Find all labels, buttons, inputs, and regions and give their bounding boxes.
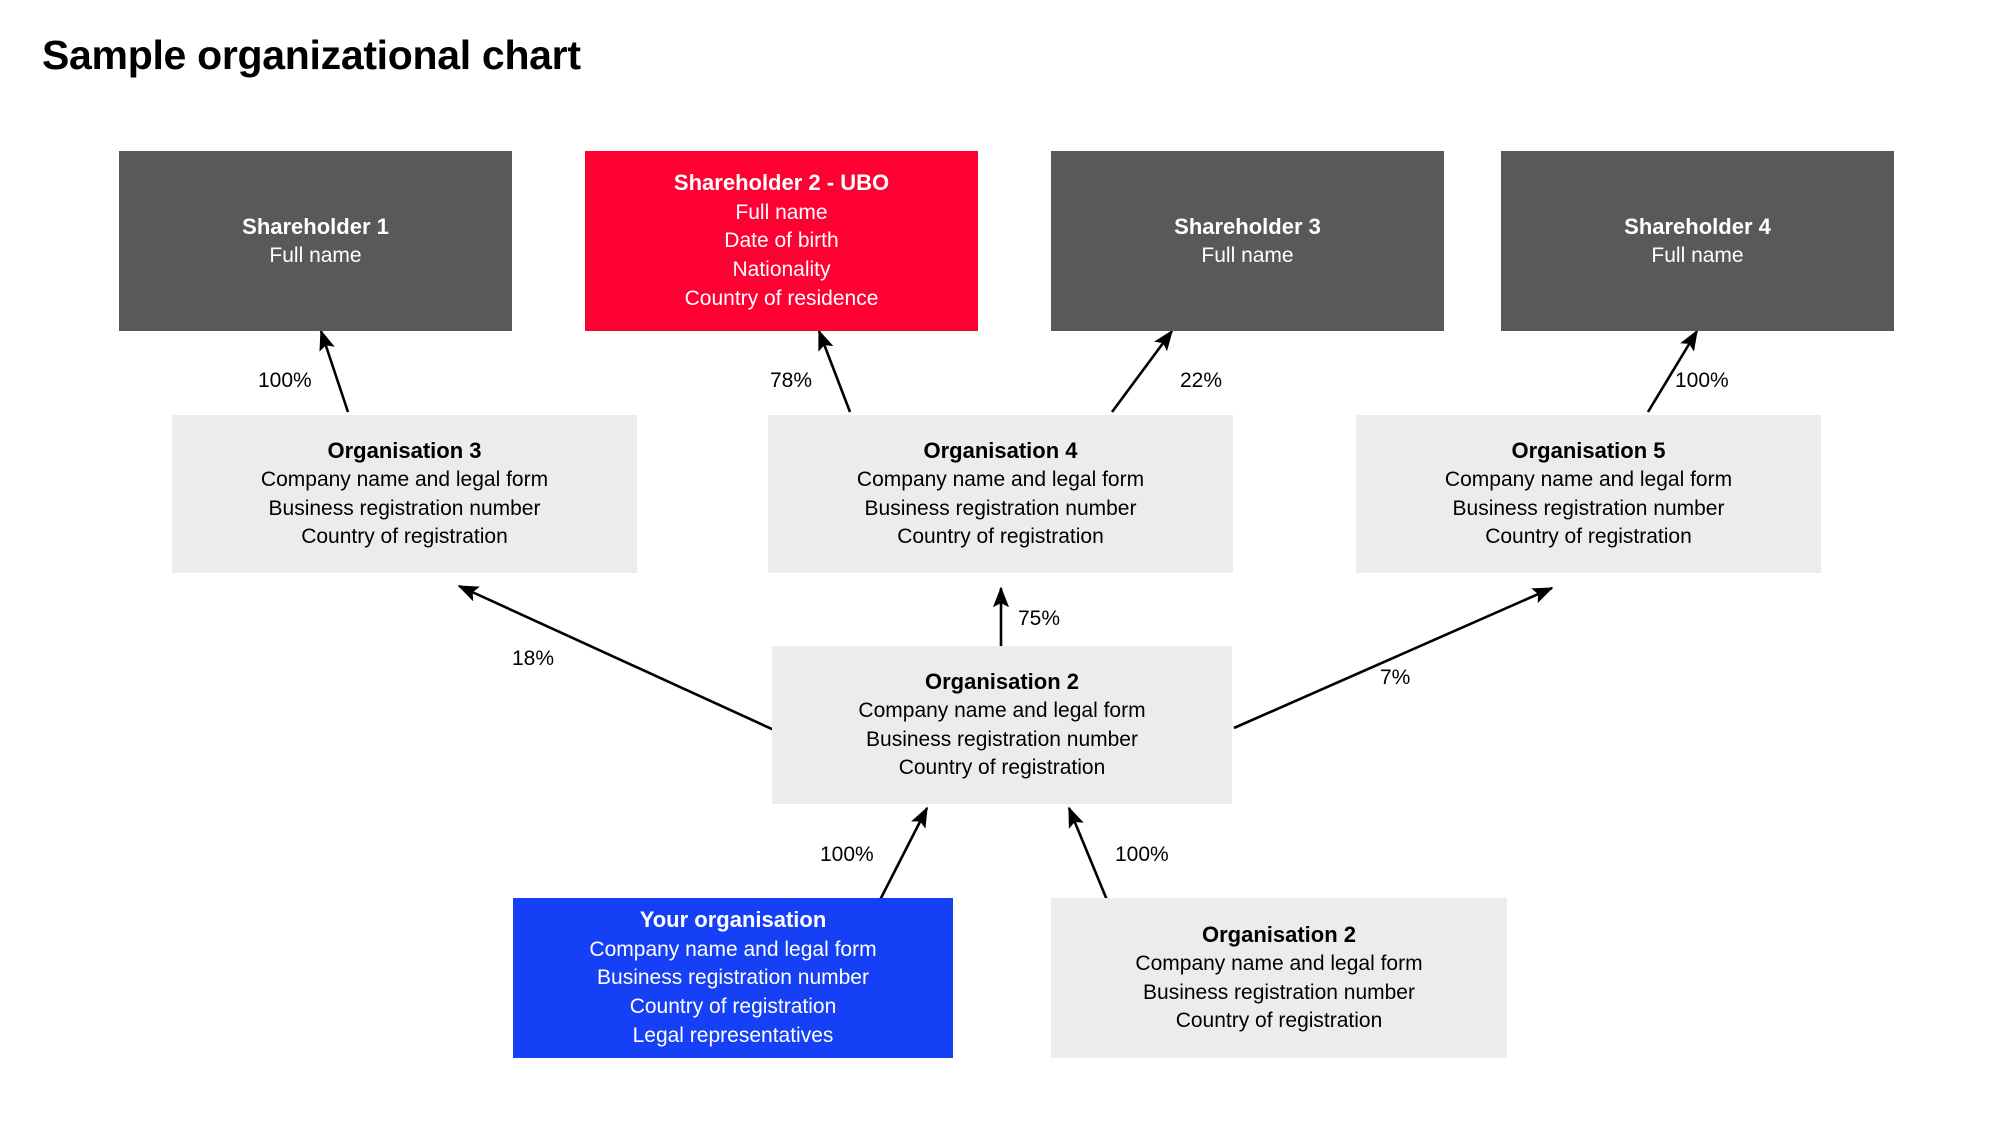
edge-label-org3-to-shareholder1: 100%	[258, 369, 312, 392]
node-detail-line: Legal representatives	[632, 1023, 834, 1047]
edge-org4-to-shareholder2	[817, 329, 852, 413]
edge-org2bottom-to-org2mid	[1067, 806, 1109, 901]
node-detail-line: Business registration number	[597, 966, 869, 990]
node-detail-line: Full name	[735, 200, 828, 224]
node-detail-line: Business registration number	[864, 496, 1137, 520]
node-detail-line: Country of registration	[1175, 1009, 1383, 1033]
node-title: Shareholder 3	[1174, 213, 1321, 239]
node-organisation-2-bottom[interactable]: Organisation 2 Company name and legal fo…	[1051, 898, 1507, 1058]
node-organisation-2-middle[interactable]: Organisation 2 Company name and legal fo…	[772, 646, 1232, 804]
node-detail-line: Company name and legal form	[1444, 467, 1733, 491]
node-detail-line: Country of registration	[301, 525, 508, 549]
node-detail-line: Company name and legal form	[589, 937, 877, 961]
node-shareholder-1[interactable]: Shareholder 1 Full name	[119, 151, 512, 331]
node-organisation-3[interactable]: Organisation 3 Company name and legal fo…	[172, 415, 637, 573]
edge-label-org2mid-to-org4: 75%	[1018, 607, 1061, 630]
edge-org2mid-to-org3	[457, 584, 775, 732]
node-title: Your organisation	[639, 907, 827, 933]
node-title: Shareholder 1	[242, 213, 389, 239]
node-title: Organisation 5	[1511, 437, 1666, 463]
node-detail-line: Country of registration	[1485, 525, 1692, 549]
edge-label-org5-to-shareholder4: 100%	[1675, 369, 1729, 392]
node-organisation-4[interactable]: Organisation 4 Company name and legal fo…	[768, 415, 1233, 573]
node-title: Organisation 2	[1201, 921, 1357, 947]
node-detail-line: Country of registration	[629, 995, 837, 1019]
node-organisation-5[interactable]: Organisation 5 Company name and legal fo…	[1356, 415, 1821, 573]
node-detail-line: Country of registration	[897, 525, 1104, 549]
node-detail-line: Nationality	[732, 258, 831, 282]
edge-org3-to-shareholder1	[319, 329, 350, 413]
edge-org4-to-shareholder3	[1110, 329, 1174, 413]
node-detail-line: Date of birth	[724, 229, 839, 253]
node-your-organisation[interactable]: Your organisation Company name and legal…	[513, 898, 953, 1058]
edge-label-org2mid-to-org3: 18%	[512, 647, 555, 670]
node-title: Organisation 2	[924, 668, 1080, 694]
node-detail-line: Country of registration	[898, 756, 1106, 780]
node-detail-line: Full name	[269, 243, 362, 267]
edge-label-org4-to-shareholder2: 78%	[770, 369, 813, 392]
edge-label-org4-to-shareholder3: 22%	[1180, 369, 1223, 392]
node-title: Organisation 3	[327, 437, 482, 463]
edge-label-org2bottom-to-org2mid: 100%	[1115, 843, 1169, 866]
node-shareholder-2-ubo[interactable]: Shareholder 2 - UBO Full name Date of bi…	[585, 151, 978, 331]
edge-label-org2mid-to-org5: 7%	[1380, 666, 1411, 689]
node-title: Organisation 4	[923, 437, 1078, 463]
node-detail-line: Company name and legal form	[260, 467, 549, 491]
node-title: Shareholder 2 - UBO	[673, 170, 890, 196]
node-detail-line: Full name	[1651, 243, 1744, 267]
node-detail-line: Business registration number	[866, 727, 1138, 751]
node-detail-line: Company name and legal form	[856, 467, 1145, 491]
edge-your-org-to-org2mid	[878, 806, 929, 901]
node-title: Shareholder 4	[1624, 213, 1771, 239]
node-detail-line: Business registration number	[1452, 496, 1725, 520]
edge-org2mid-to-org5	[1233, 586, 1554, 730]
edge-label-your-org-to-org2mid: 100%	[820, 843, 874, 866]
node-shareholder-4[interactable]: Shareholder 4 Full name	[1501, 151, 1894, 331]
node-detail-line: Country of residence	[684, 286, 879, 310]
node-detail-line: Business registration number	[268, 496, 541, 520]
node-detail-line: Company name and legal form	[1135, 951, 1423, 975]
node-shareholder-3[interactable]: Shareholder 3 Full name	[1051, 151, 1444, 331]
page-title: Sample organizational chart	[42, 32, 581, 78]
node-detail-line: Full name	[1201, 243, 1294, 267]
node-detail-line: Business registration number	[1143, 980, 1415, 1004]
node-detail-line: Company name and legal form	[858, 698, 1146, 722]
